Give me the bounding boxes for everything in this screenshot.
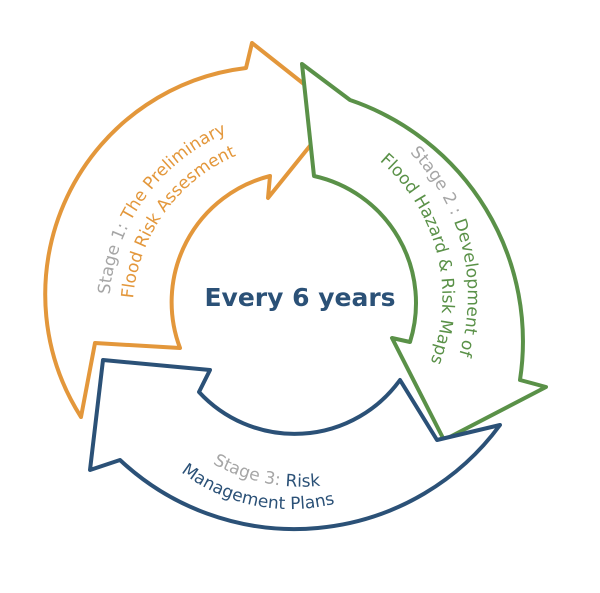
stage-2-arrow [300,62,548,442]
stage-3-title-line-1: Risk [285,471,321,492]
center-cycle-label: Every 6 years [204,283,395,312]
stage-1-arrow [43,41,340,419]
stage-3-arrow [88,358,502,532]
